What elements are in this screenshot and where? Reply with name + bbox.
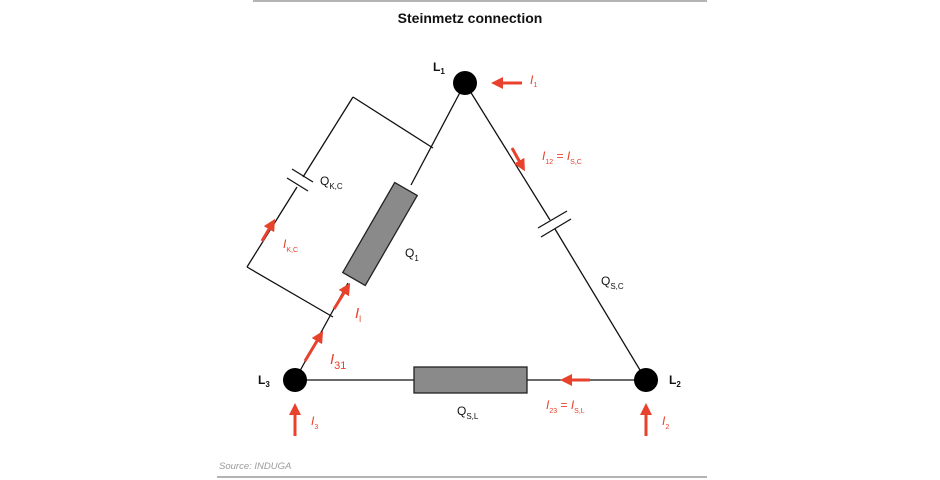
label-l1: L1 [433, 60, 445, 76]
source-note: Source: INDUGA [219, 461, 292, 472]
label-qsc: QS,C [601, 274, 624, 291]
branch-top [352, 96, 434, 149]
component-q1 [341, 181, 419, 287]
arrow-il [332, 282, 351, 310]
label-ikc: IK,C [283, 237, 298, 254]
node-l2 [634, 368, 658, 392]
arrow-ikc [260, 218, 276, 242]
branch-bottom [246, 266, 334, 318]
arrow-i12 [510, 147, 525, 172]
bottom-rule [217, 476, 707, 478]
capacitor-qkc-plate-b [286, 177, 309, 192]
component-qsl [413, 366, 528, 394]
label-qkc: QK,C [320, 174, 343, 191]
wire-l1-l2-lower [554, 228, 647, 381]
label-l2: L2 [669, 373, 681, 389]
label-i2: I2 [662, 414, 669, 431]
label-il: Il [355, 305, 361, 324]
label-i23: I23 = IS,L [546, 398, 585, 415]
top-rule [253, 0, 707, 2]
label-i1: I1 [530, 73, 537, 89]
capacitor-qsc-plate-b [540, 218, 572, 238]
node-l3 [283, 368, 307, 392]
node-l1 [453, 71, 477, 95]
wire-l1-l2-upper [464, 82, 551, 221]
branch-left-lower [246, 186, 298, 268]
diagram-title: Steinmetz connection [397, 10, 543, 26]
branch-left-upper [302, 96, 354, 178]
label-i31: I31 [330, 351, 346, 372]
label-i3: I3 [311, 414, 318, 431]
arrow-i31 [303, 330, 324, 362]
capacitor-qsc-plate-a [537, 210, 568, 229]
label-qsl: QS,L [457, 404, 479, 421]
capacitor-qkc-plate-a [291, 168, 314, 183]
label-i12: I12 = IS,C [542, 149, 582, 166]
label-q1: Q1 [405, 246, 419, 263]
wire-q1-l1 [410, 82, 466, 186]
label-l3: L3 [258, 373, 270, 389]
